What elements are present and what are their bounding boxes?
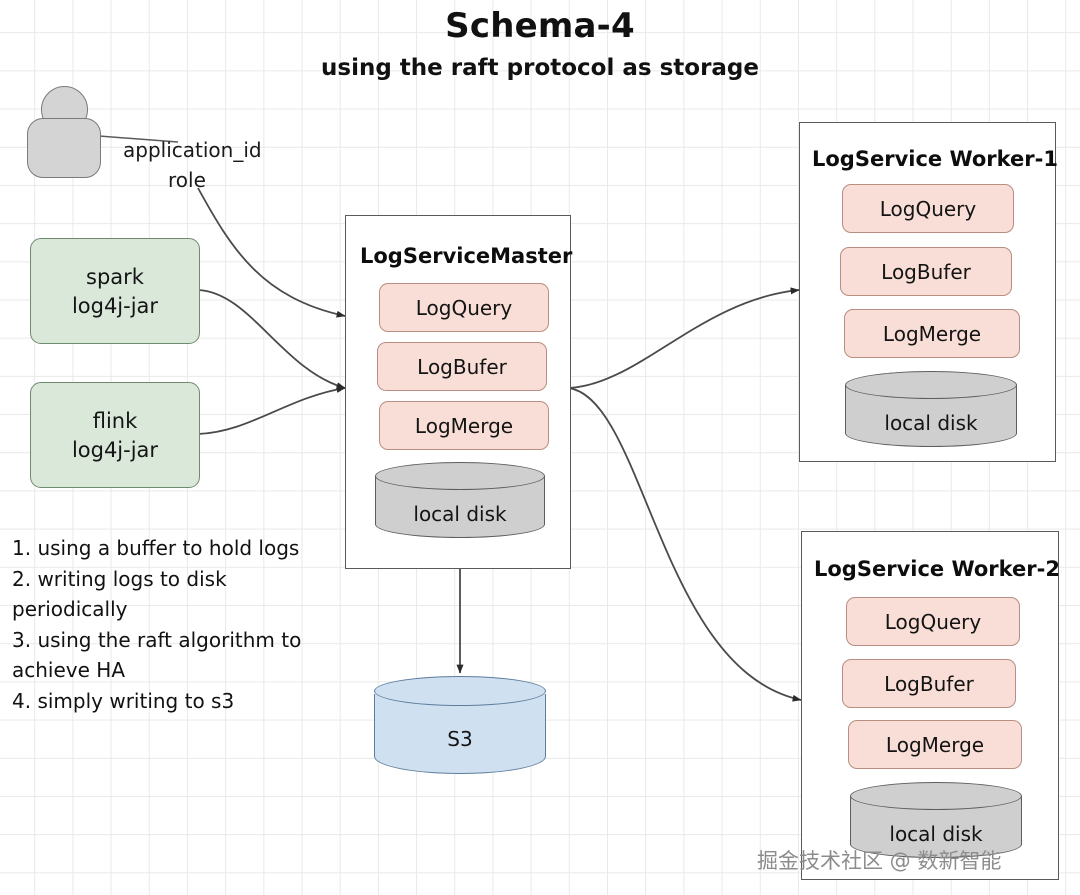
master-title: LogServiceMaster: [360, 244, 573, 268]
s3-label: S3: [447, 727, 473, 751]
note-item-2: 2. writing logs to disk periodically: [12, 566, 227, 622]
label-application-id: application_id: [123, 138, 262, 162]
connector-master-to-worker2: [568, 387, 802, 702]
worker2-component-logquery-label: LogQuery: [884, 609, 982, 634]
source-box-flink[interactable]: flink log4j-jar: [30, 382, 200, 488]
label-role: role: [168, 168, 206, 192]
note-item-1: 1. using a buffer to hold logs: [12, 536, 300, 560]
worker1-local-disk[interactable]: local disk: [845, 371, 1017, 447]
s3-top: [374, 676, 546, 706]
worker1-disk-top: [845, 371, 1017, 399]
source-box-spark[interactable]: spark log4j-jar: [30, 238, 200, 344]
watermark: 掘金技术社区 @ 数新智能: [757, 849, 1002, 873]
master-component-logquery-label: LogQuery: [415, 295, 513, 320]
worker2-component-logmerge[interactable]: LogMerge: [848, 720, 1022, 769]
source-spark-line2: log4j-jar: [71, 293, 159, 318]
worker2-title: LogService Worker-2: [814, 557, 1060, 581]
worker1-component-logquery[interactable]: LogQuery: [842, 184, 1014, 233]
page-subtitle: using the raft protocol as storage: [321, 55, 759, 81]
notes-list: 1. using a buffer to hold logs 2. writin…: [12, 533, 342, 717]
worker2-local-disk[interactable]: local disk: [850, 782, 1022, 858]
connector-flink-to-master: [197, 385, 346, 435]
master-disk-top: [375, 462, 545, 490]
worker2-component-logmerge-label: LogMerge: [885, 732, 985, 757]
logservice-worker-1-box[interactable]: LogService Worker-1 LogQuery LogBufer Lo…: [799, 122, 1058, 462]
worker2-component-logbufer[interactable]: LogBufer: [842, 659, 1016, 708]
user-actor-icon: [27, 86, 101, 178]
worker1-component-logmerge[interactable]: LogMerge: [844, 309, 1020, 358]
worker1-component-logbufer-label: LogBufer: [881, 259, 971, 284]
master-component-logmerge-label: LogMerge: [414, 413, 514, 438]
worker2-component-logquery[interactable]: LogQuery: [846, 597, 1020, 646]
s3-object-store[interactable]: S3: [374, 676, 546, 774]
worker1-component-logbufer[interactable]: LogBufer: [840, 247, 1012, 296]
master-local-disk[interactable]: local disk: [375, 462, 545, 538]
logservice-master-box[interactable]: LogServiceMaster LogQuery LogBufer LogMe…: [345, 215, 573, 569]
worker2-component-logbufer-label: LogBufer: [884, 671, 974, 696]
worker1-disk-label: local disk: [884, 411, 978, 435]
master-component-logquery[interactable]: LogQuery: [379, 283, 549, 332]
connector-role-to-logquery: [197, 187, 346, 318]
connector-spark-to-master: [197, 289, 346, 390]
s3-body: [374, 694, 546, 774]
note-item-4: 4. simply writing to s3: [12, 688, 235, 713]
worker1-component-logmerge-label: LogMerge: [882, 321, 982, 346]
master-component-logbufer-label: LogBufer: [417, 354, 507, 379]
actor-body-icon: [27, 118, 101, 178]
logservice-worker-2-box[interactable]: LogService Worker-2 LogQuery LogBufer Lo…: [801, 531, 1060, 880]
source-spark-line1: spark: [86, 264, 144, 289]
source-flink-line1: flink: [92, 408, 138, 433]
worker2-disk-top: [850, 782, 1022, 810]
master-disk-label: local disk: [413, 502, 507, 526]
master-component-logmerge[interactable]: LogMerge: [379, 401, 549, 450]
worker1-component-logquery-label: LogQuery: [879, 196, 977, 221]
worker1-title: LogService Worker-1: [812, 147, 1058, 171]
page-title: Schema-4: [445, 6, 635, 46]
worker2-disk-label: local disk: [889, 822, 983, 846]
source-flink-line2: log4j-jar: [71, 437, 159, 462]
connector-master-to-worker1: [568, 287, 800, 389]
master-component-logbufer[interactable]: LogBufer: [377, 342, 547, 391]
note-item-3: 3. using the raft algorithm to achieve H…: [12, 627, 302, 683]
